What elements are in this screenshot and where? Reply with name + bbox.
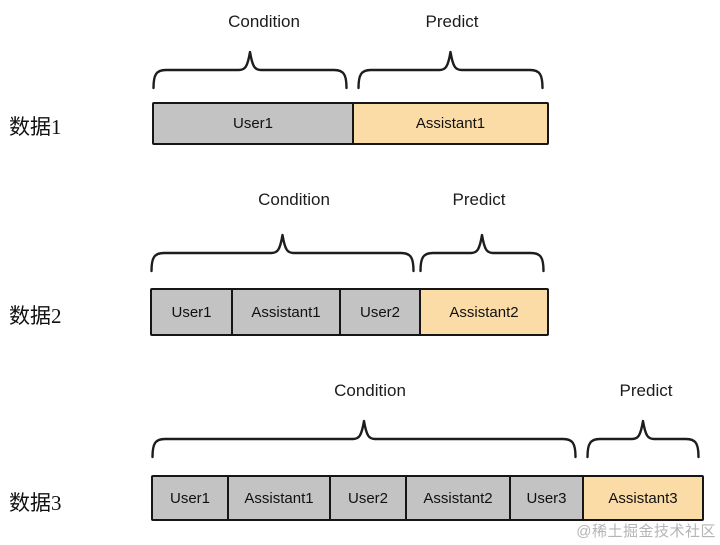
segment-user2: User2 <box>329 477 405 519</box>
predict-label: Predict <box>425 12 479 31</box>
row-label-3: 数据3 <box>9 491 62 515</box>
segment-user1: User1 <box>154 104 352 143</box>
condition-label: Condition <box>258 190 330 209</box>
segment-assistant2: Assistant2 <box>405 477 509 519</box>
predict-brace <box>357 50 544 90</box>
segment-assistant1: Assistant1 <box>352 104 547 143</box>
predict-label: Predict <box>452 190 506 209</box>
row-label-1: 数据1 <box>9 115 62 139</box>
watermark: @稀土掘金技术社区 <box>576 523 716 540</box>
condition-label: Condition <box>334 381 406 400</box>
condition-brace <box>152 50 348 90</box>
segment-assistant1: Assistant1 <box>227 477 329 519</box>
segment-assistant1: Assistant1 <box>231 290 339 334</box>
condition-brace <box>151 419 577 459</box>
segment-assistant3: Assistant3 <box>582 477 702 519</box>
condition-brace <box>150 233 415 273</box>
segment-assistant2: Assistant2 <box>419 290 547 334</box>
predict-label: Predict <box>619 381 673 400</box>
row-label-2: 数据2 <box>9 304 62 328</box>
segment-user2: User2 <box>339 290 419 334</box>
segment-user1: User1 <box>153 477 227 519</box>
predict-brace <box>586 419 700 459</box>
predict-brace <box>419 233 545 273</box>
condition-label: Condition <box>228 12 300 31</box>
segment-user3: User3 <box>509 477 582 519</box>
segment-user1: User1 <box>152 290 231 334</box>
